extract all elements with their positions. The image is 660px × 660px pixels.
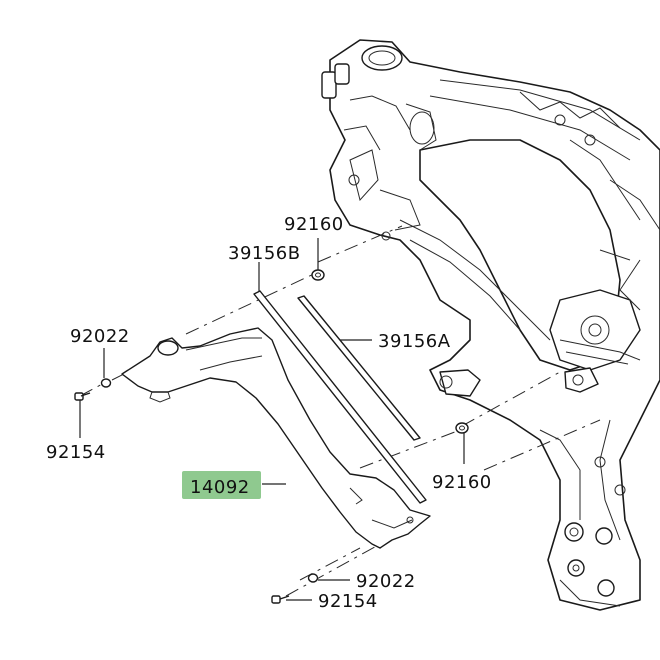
- callout-92022-bottom[interactable]: 92022: [356, 571, 416, 592]
- grommet-92160-upper-icon: [311, 269, 325, 281]
- bolt-92154-bottom-icon: [271, 595, 290, 604]
- callout-92022-left[interactable]: 92022: [70, 326, 130, 347]
- callout-39156a[interactable]: 39156A: [378, 331, 451, 352]
- callout-92160-upper[interactable]: 92160: [284, 214, 344, 235]
- rubber-strip-39156a: [297, 295, 421, 441]
- frame-drawing: [321, 39, 660, 611]
- callouts: 14092 92160 39156B 39156A 92022 92154 92…: [46, 214, 492, 612]
- washer-92022-left-icon: [100, 378, 112, 388]
- callout-92154-bottom[interactable]: 92154: [318, 591, 378, 612]
- hardware: [74, 269, 469, 604]
- bolt-92154-left-icon: [74, 392, 91, 401]
- highlight-box: [182, 471, 261, 499]
- leader-lines: [79, 238, 465, 601]
- callout-92160-lower[interactable]: 92160: [432, 472, 492, 493]
- callout-92154-left[interactable]: 92154: [46, 442, 106, 463]
- washer-92022-bottom-icon: [307, 573, 319, 583]
- callout-14092[interactable]: 14092: [190, 477, 250, 498]
- rubber-strip-39156b: [253, 290, 427, 504]
- frame-cover-14092: [121, 327, 431, 549]
- grommet-92160-lower-icon: [455, 422, 469, 434]
- callout-39156b[interactable]: 39156B: [228, 243, 301, 264]
